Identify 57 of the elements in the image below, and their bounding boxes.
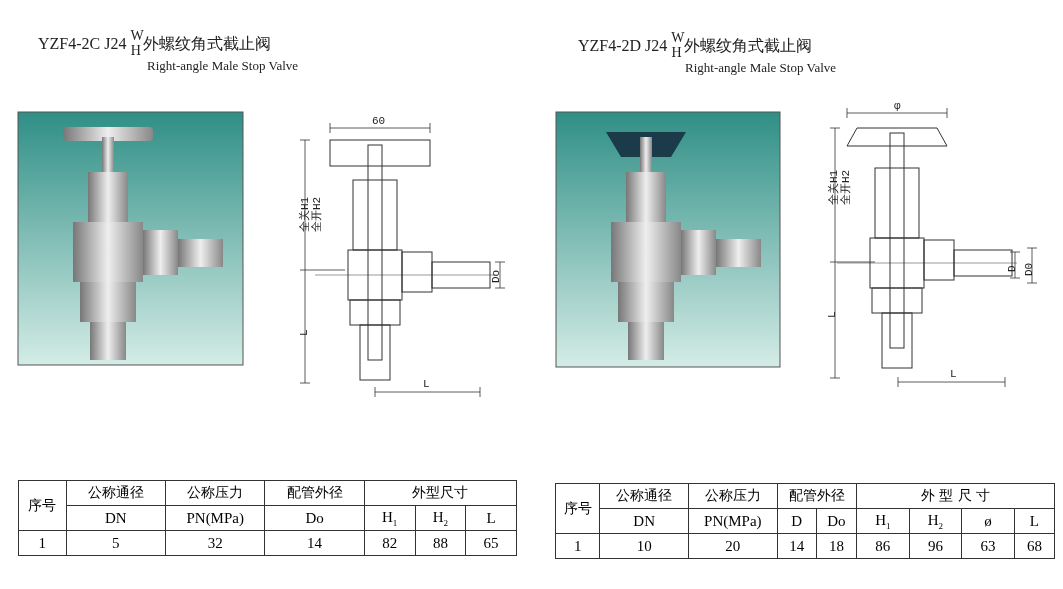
table-header-cell: L bbox=[465, 505, 517, 531]
table-data-cell: 14 bbox=[777, 533, 817, 559]
table-header-cell: 配管外径 bbox=[777, 483, 857, 509]
table-header-cell: H$_{1}$ bbox=[364, 505, 415, 531]
dimension-label: L bbox=[423, 378, 430, 390]
table-data-cell: 65 bbox=[465, 530, 517, 556]
table-header-cell: H$_{2}$ bbox=[415, 505, 466, 531]
table-header-cell: DN bbox=[599, 508, 689, 534]
table-data-cell: 1 bbox=[555, 533, 600, 559]
dimension-label: L bbox=[826, 311, 838, 318]
table-data-cell: 10 bbox=[599, 533, 689, 559]
table-header-cell: L bbox=[1014, 508, 1055, 534]
product-title: YZF4-2C J24 $^{W}$$_{H}$外螺纹角式截止阀 bbox=[38, 28, 271, 59]
table-data-cell: 20 bbox=[688, 533, 778, 559]
table-header-cell: DN bbox=[66, 505, 166, 531]
table-header-cell: 外 型 尺 寸 bbox=[856, 483, 1055, 509]
dimension-label: D bbox=[1006, 265, 1018, 272]
table-data-cell: 63 bbox=[961, 533, 1015, 559]
table-header-cell: Do bbox=[816, 508, 857, 534]
table-header-cell: 公称压力 bbox=[165, 480, 265, 506]
table-data-cell: 88 bbox=[415, 530, 466, 556]
dimension-label: D0 bbox=[1023, 262, 1035, 276]
table-header-cell: 公称通径 bbox=[599, 483, 689, 509]
table-header-cell: PN(MPa) bbox=[165, 505, 265, 531]
dimension-label: 全关H1 bbox=[298, 196, 311, 232]
table-data-cell: 68 bbox=[1014, 533, 1055, 559]
table-data-cell: 96 bbox=[909, 533, 962, 559]
product-title: YZF4-2D J24 $^{W}$$_{H}$外螺纹角式截止阀 bbox=[578, 30, 812, 61]
table-header-cell: 外型尺寸 bbox=[364, 480, 517, 506]
dimension-label: L bbox=[298, 329, 310, 336]
dimension-label: 全开H2 bbox=[310, 196, 324, 232]
table-data-cell: 14 bbox=[264, 530, 365, 556]
table-header-cell: 配管外径 bbox=[264, 480, 365, 506]
table-header-cell: 公称通径 bbox=[66, 480, 166, 506]
dimension-label: 60 bbox=[372, 115, 386, 127]
dimension-label: L bbox=[950, 368, 957, 380]
table-header-cell: 序号 bbox=[555, 483, 600, 534]
table-data-cell: 86 bbox=[856, 533, 910, 559]
table-header-cell: 序号 bbox=[18, 480, 67, 531]
table-header-cell: PN(MPa) bbox=[688, 508, 778, 534]
product-subtitle: Right-angle Male Stop Valve bbox=[147, 58, 299, 74]
table-header-cell: H$_{1}$ bbox=[856, 508, 910, 534]
table-data-cell: 1 bbox=[18, 530, 67, 556]
dimension-label: 全关H1 bbox=[827, 169, 840, 205]
dimension-label: Do bbox=[490, 269, 502, 283]
table-header-cell: 公称压力 bbox=[688, 483, 778, 509]
table-header-cell: Do bbox=[264, 505, 365, 531]
dimension-label: 全开H2 bbox=[839, 169, 853, 205]
table-data-cell: 5 bbox=[66, 530, 166, 556]
table-header-cell: H$_{2}$ bbox=[909, 508, 962, 534]
table-data-cell: 32 bbox=[165, 530, 265, 556]
table-header-cell: ø bbox=[961, 508, 1015, 534]
table-header-cell: D bbox=[777, 508, 817, 534]
table-data-cell: 82 bbox=[364, 530, 415, 556]
table-data-cell: 18 bbox=[816, 533, 857, 559]
dimension-label: φ bbox=[894, 100, 901, 112]
product-subtitle: Right-angle Male Stop Valve bbox=[685, 60, 837, 76]
